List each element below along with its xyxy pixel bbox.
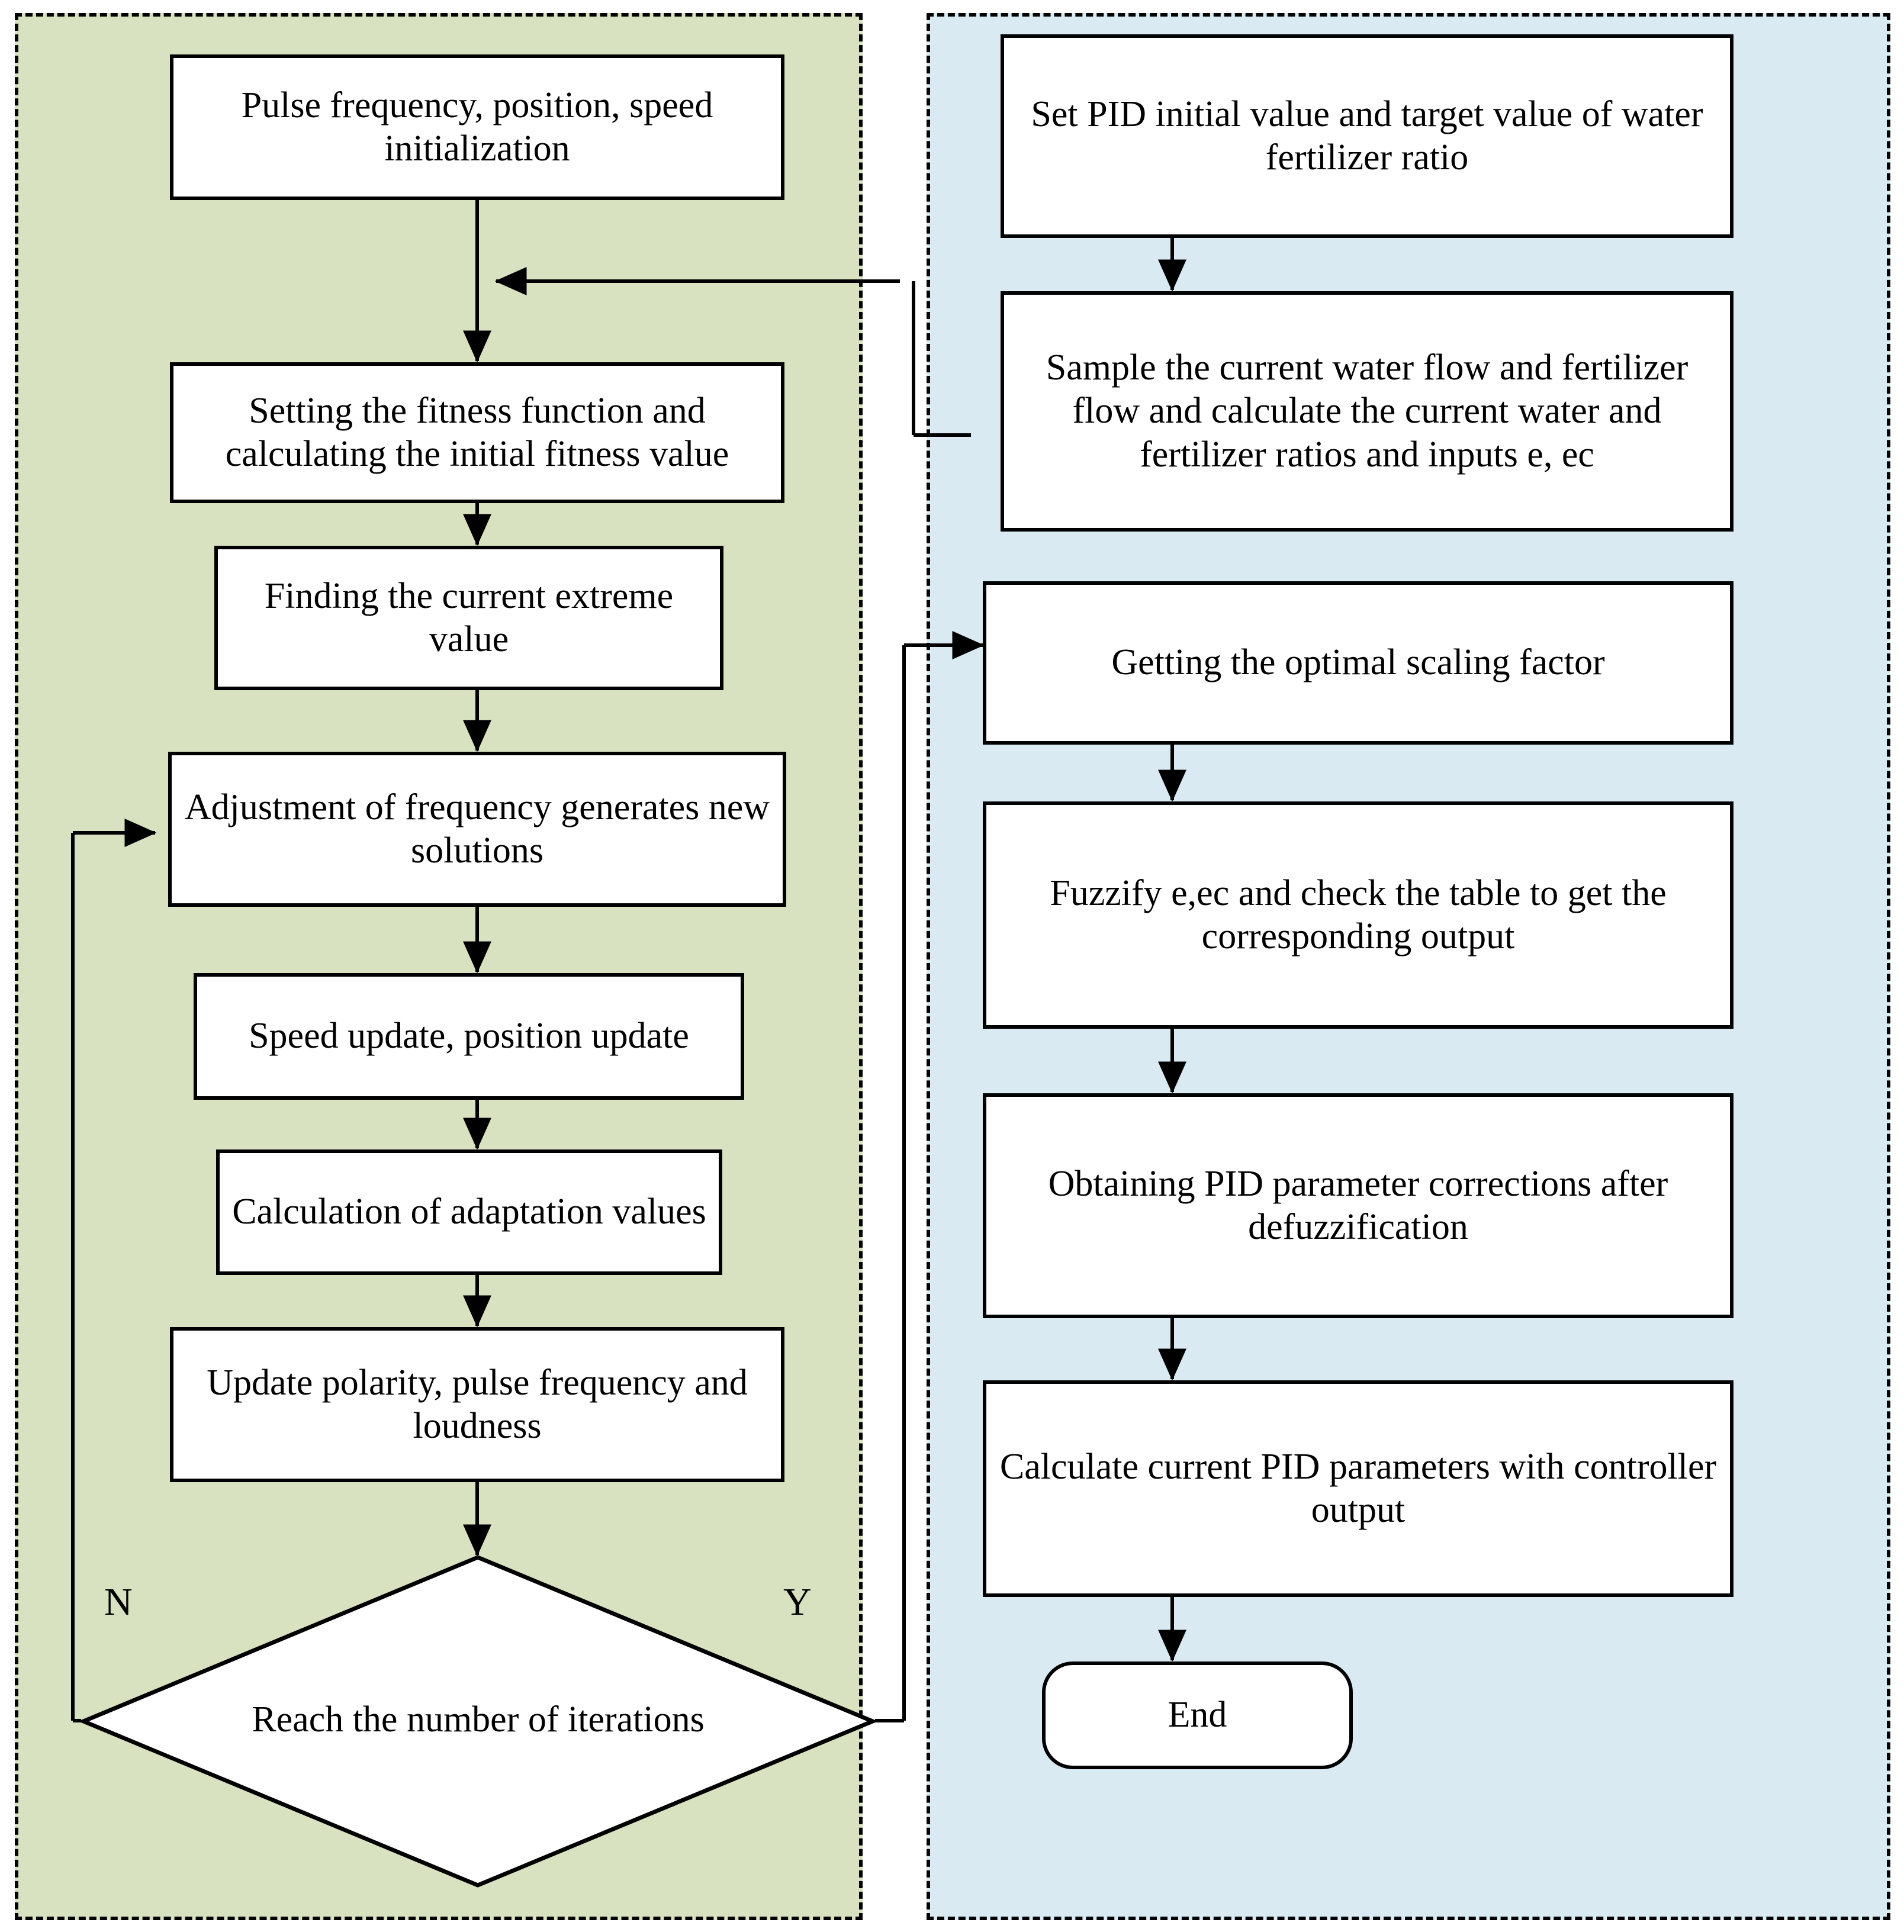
- node-getting-optimal-scaling-factor[interactable]: Getting the optimal scaling factor: [983, 581, 1733, 745]
- node-end[interactable]: End: [1042, 1661, 1353, 1769]
- node-sample-water-fertilizer-flow[interactable]: Sample the current water flow and fertil…: [1001, 291, 1733, 532]
- branch-label-no: N: [104, 1580, 133, 1624]
- node-set-pid-initial-target-value[interactable]: Set PID initial value and target value o…: [1001, 34, 1733, 238]
- node-finding-current-extreme-value[interactable]: Finding the current extreme value: [214, 546, 723, 690]
- node-calculate-current-pid-parameters[interactable]: Calculate current PID parameters with co…: [983, 1380, 1733, 1597]
- node-label: Pulse frequency, position, speed initial…: [241, 85, 713, 169]
- node-pulse-frequency-position-speed-initialization[interactable]: Pulse frequency, position, speed initial…: [170, 54, 784, 200]
- node-label: Reach the number of iterations: [252, 1699, 705, 1740]
- node-label: Fuzzify e,ec and check the table to get …: [1050, 872, 1667, 957]
- node-reach-number-of-iterations[interactable]: Reach the number of iterations: [81, 1555, 875, 1888]
- diamond-shape: [81, 1555, 875, 1888]
- node-setting-fitness-function[interactable]: Setting the fitness function and calcula…: [170, 362, 784, 503]
- node-label: Getting the optimal scaling factor: [1111, 642, 1605, 683]
- node-speed-update-position-update[interactable]: Speed update, position update: [194, 973, 744, 1100]
- node-label: Calculate current PID parameters with co…: [999, 1446, 1717, 1530]
- node-calculation-of-adaptation-values[interactable]: Calculation of adaptation values: [216, 1149, 722, 1275]
- node-obtaining-pid-parameter-corrections[interactable]: Obtaining PID parameter corrections afte…: [983, 1093, 1733, 1318]
- node-label: Sample the current water flow and fertil…: [1046, 347, 1688, 475]
- node-label: End: [1168, 1695, 1227, 1735]
- node-adjustment-of-frequency[interactable]: Adjustment of frequency generates new so…: [168, 752, 786, 907]
- node-label: Set PID initial value and target value o…: [1031, 94, 1703, 178]
- node-label: Update polarity, pulse frequency and lou…: [207, 1362, 748, 1446]
- node-label: Speed update, position update: [249, 1016, 689, 1057]
- node-update-polarity-pulse-frequency-loudness[interactable]: Update polarity, pulse frequency and lou…: [170, 1327, 784, 1482]
- node-label: Obtaining PID parameter corrections afte…: [1048, 1163, 1668, 1247]
- node-label: Calculation of adaptation values: [232, 1192, 706, 1232]
- node-fuzzify-e-ec-check-table[interactable]: Fuzzify e,ec and check the table to get …: [983, 801, 1733, 1029]
- branch-label-yes: Y: [783, 1580, 812, 1624]
- node-label: Adjustment of frequency generates new so…: [184, 787, 770, 871]
- node-label: Finding the current extreme value: [264, 575, 674, 659]
- node-label: Setting the fitness function and calcula…: [225, 390, 729, 474]
